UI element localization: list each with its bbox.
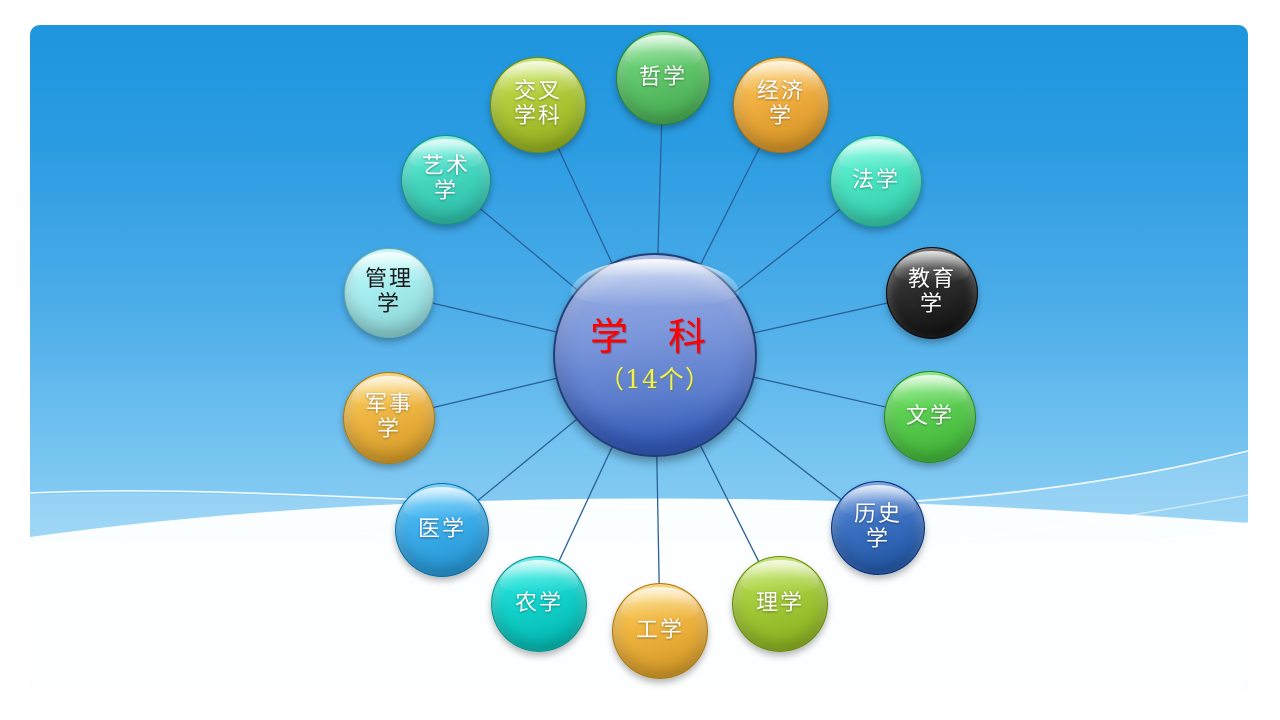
discipline-node-label: 哲学	[638, 64, 687, 90]
discipline-node-wenxue[interactable]: 文学	[884, 371, 976, 463]
discipline-node-yixue[interactable]: 医学	[395, 483, 489, 577]
discipline-node-jiaoyuxue[interactable]: 教育学	[886, 247, 978, 339]
discipline-node-label: 历史学	[853, 502, 902, 552]
discipline-node-label: 法学	[851, 167, 900, 193]
discipline-node-gongxue[interactable]: 工学	[612, 583, 708, 679]
discipline-node-label: 农学	[514, 590, 563, 616]
node-gloss-highlight	[500, 559, 578, 594]
node-gloss-highlight	[404, 486, 480, 520]
discipline-node-lixue[interactable]: 理学	[732, 556, 828, 652]
node-gloss-highlight	[839, 138, 913, 172]
discipline-node-zhexue[interactable]: 哲学	[616, 31, 710, 125]
discipline-node-yishuxue[interactable]: 艺术学	[401, 135, 491, 225]
hub-node-disciplines[interactable]: 学 科 （14个）	[553, 253, 757, 457]
discipline-node-label: 教育学	[907, 267, 956, 317]
discipline-node-label: 经济学	[756, 79, 805, 129]
hub-subtitle-count: （14个）	[599, 365, 711, 395]
discipline-node-nongxue[interactable]: 农学	[491, 556, 587, 652]
discipline-node-label: 军事学	[364, 392, 413, 442]
node-gloss-highlight	[741, 559, 819, 594]
discipline-node-label: 工学	[635, 617, 684, 643]
discipline-node-label: 理学	[755, 590, 804, 616]
node-gloss-highlight	[625, 34, 701, 68]
discipline-node-label: 医学	[417, 516, 466, 542]
node-gloss-highlight	[893, 374, 967, 408]
discipline-node-jingjixue[interactable]: 经济学	[733, 57, 829, 153]
discipline-node-label: 文学	[905, 403, 954, 429]
discipline-node-guanlixue[interactable]: 管理学	[344, 248, 434, 338]
node-gloss-highlight	[621, 586, 699, 621]
discipline-node-label: 管理学	[364, 267, 413, 317]
discipline-node-junshixue[interactable]: 军事学	[343, 372, 435, 464]
discipline-node-label: 艺术学	[421, 154, 470, 204]
hub-title: 学 科	[589, 314, 721, 359]
discipline-node-label: 交叉学科	[513, 79, 562, 129]
discipline-node-lishixue[interactable]: 历史学	[831, 481, 925, 575]
discipline-node-faxue[interactable]: 法学	[830, 135, 922, 227]
discipline-node-jiaochaxueke[interactable]: 交叉学科	[490, 57, 586, 153]
